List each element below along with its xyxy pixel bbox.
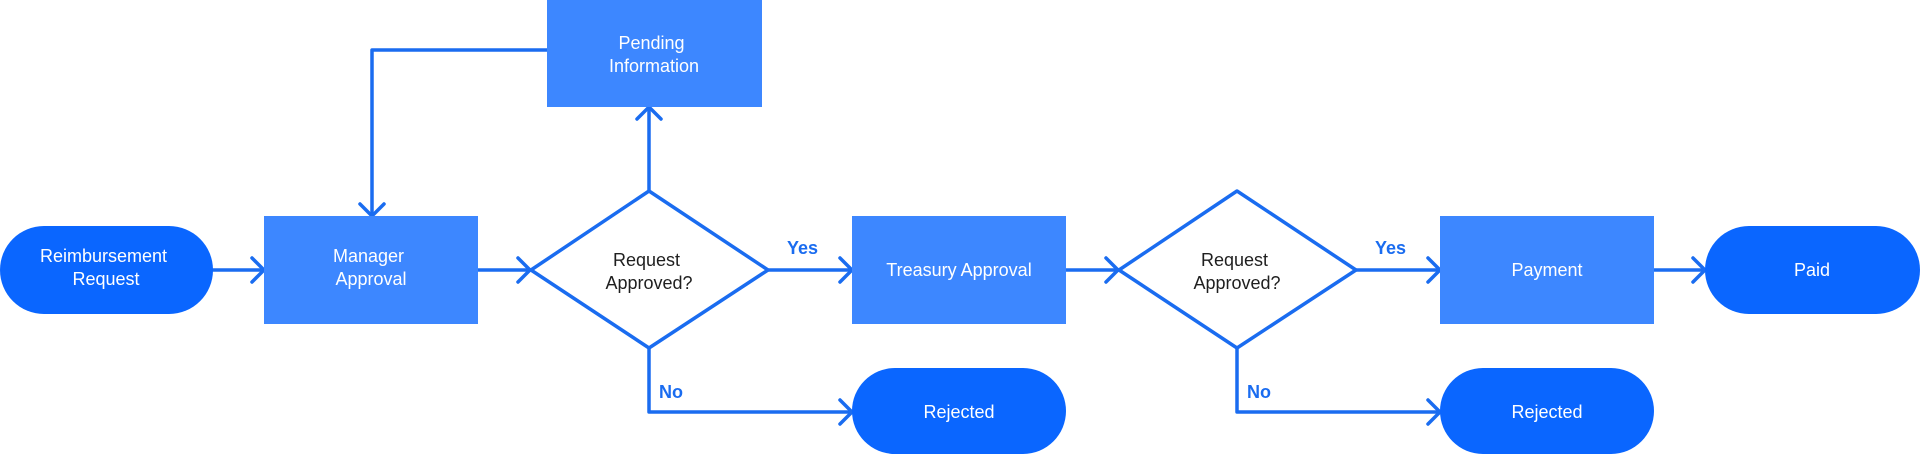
arrowhead-rejected-2 <box>1426 398 1442 426</box>
node-payment-line-1: Payment <box>1511 260 1582 280</box>
node-decision-1-line-1: Request <box>613 250 680 270</box>
svg-text:Request Approved?: Request Approved? <box>605 250 692 293</box>
node-start-line-2: Request <box>72 269 139 289</box>
svg-text:Manager Approval: Manager Approval <box>333 246 409 289</box>
node-decision-1-line-2: Approved? <box>605 273 692 293</box>
svg-text:Reimbursement Request: Reimbursement Request <box>40 246 172 289</box>
node-manager-approval: Manager Approval <box>264 216 478 324</box>
arrowhead-rejected-1 <box>838 398 854 426</box>
edge-label-no-2: No <box>1247 382 1271 402</box>
edge-label-yes-1: Yes <box>787 238 818 258</box>
node-decision-1: Request Approved? <box>529 189 770 350</box>
node-decision-2-line-1: Request <box>1201 250 1268 270</box>
connector-decision-1-to-rejected-1 <box>647 346 852 414</box>
svg-text:Paid: Paid <box>1794 260 1830 280</box>
svg-text:Rejected: Rejected <box>923 402 994 422</box>
node-start: Reimbursement Request <box>0 226 213 314</box>
svg-text:Pending Information: Pending Information <box>609 33 699 76</box>
node-treasury-approval: Treasury Approval <box>852 216 1066 324</box>
svg-text:Treasury Approval: Treasury Approval <box>886 260 1031 280</box>
node-treasury-approval-line-1: Treasury Approval <box>886 260 1031 280</box>
edge-label-yes-2: Yes <box>1375 238 1406 258</box>
node-decision-2-line-2: Approved? <box>1193 273 1280 293</box>
node-payment: Payment <box>1440 216 1654 324</box>
node-rejected-1-line-1: Rejected <box>923 402 994 422</box>
connector-decision-2-to-rejected-2 <box>1235 346 1440 414</box>
node-pending-information-line-2: Information <box>609 56 699 76</box>
svg-text:Payment: Payment <box>1511 260 1582 280</box>
node-rejected-2-line-1: Rejected <box>1511 402 1582 422</box>
node-rejected-2: Rejected <box>1440 368 1654 454</box>
node-pending-information-line-1: Pending <box>618 33 684 53</box>
node-paid-line-1: Paid <box>1794 260 1830 280</box>
connector-pending-to-manager <box>370 48 549 216</box>
node-decision-2: Request Approved? <box>1117 189 1358 350</box>
node-paid: Paid <box>1705 226 1920 314</box>
edge-label-no-1: No <box>659 382 683 402</box>
node-manager-approval-line-1: Manager <box>333 246 404 266</box>
node-rejected-1: Rejected <box>852 368 1066 454</box>
svg-text:Rejected: Rejected <box>1511 402 1582 422</box>
svg-text:Request Approved?: Request Approved? <box>1193 250 1280 293</box>
node-manager-approval-line-2: Approval <box>335 269 406 289</box>
node-pending-information: Pending Information <box>547 0 762 107</box>
node-start-line-1: Reimbursement <box>40 246 167 266</box>
